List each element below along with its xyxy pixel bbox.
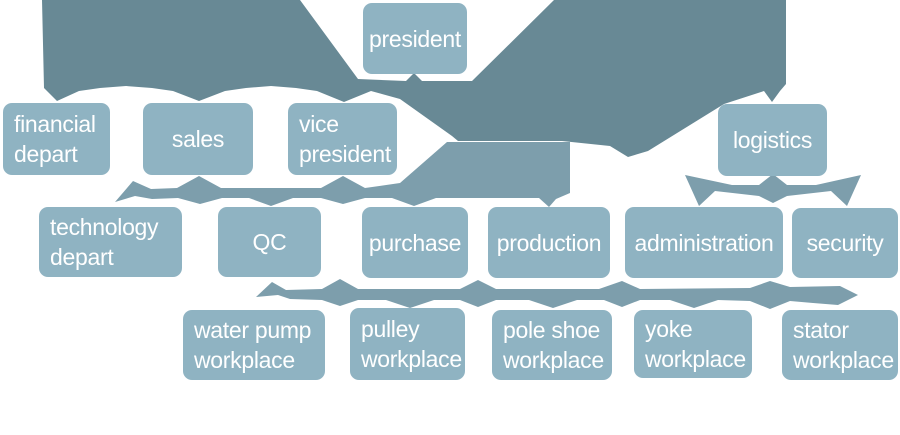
org-node-vice-president: vice president: [288, 103, 397, 175]
org-node-label: financial depart: [14, 111, 96, 167]
org-node-label: administration: [634, 229, 774, 256]
org-node-pulley-workplace: pulley workplace: [350, 308, 465, 380]
org-node-pole-shoe-workplace: pole shoe workplace: [492, 310, 612, 380]
org-node-label: vice president: [299, 111, 391, 167]
connector-logistics-chevron: [685, 174, 861, 206]
connector-president-fan: [42, 0, 786, 157]
org-node-security: security: [792, 208, 898, 278]
org-node-administration: administration: [625, 207, 783, 278]
org-node-label: sales: [171, 126, 225, 152]
org-node-label: stator workplace: [793, 317, 894, 373]
org-node-label: technology depart: [50, 214, 159, 270]
org-node-label: security: [806, 230, 884, 256]
org-node-label: president: [369, 25, 461, 52]
org-node-production: production: [488, 207, 610, 278]
org-node-stator-workplace: stator workplace: [782, 310, 898, 380]
org-node-technology-depart: technology depart: [39, 207, 182, 277]
connector-vice-president-band: [115, 142, 570, 207]
org-node-label: logistics: [732, 127, 813, 153]
org-node-label: pulley workplace: [361, 316, 462, 372]
org-node-water-pump-workplace: water pump workplace: [183, 310, 325, 380]
org-node-label: purchase: [368, 229, 462, 256]
org-node-logistics: logistics: [718, 104, 827, 176]
org-node-yoke-workplace: yoke workplace: [634, 310, 752, 378]
org-node-label: QC: [252, 229, 287, 255]
org-node-sales: sales: [143, 103, 253, 175]
org-node-president: president: [363, 3, 467, 74]
connector-workplaces-band: [256, 279, 858, 309]
org-node-label: water pump workplace: [194, 317, 312, 373]
org-node-qc: QC: [218, 207, 321, 277]
org-node-label: pole shoe workplace: [503, 317, 604, 373]
org-node-financial-depart: financial depart: [3, 103, 110, 175]
org-node-label: yoke workplace: [645, 316, 746, 372]
org-node-label: production: [496, 229, 602, 256]
org-node-purchase: purchase: [362, 207, 468, 278]
